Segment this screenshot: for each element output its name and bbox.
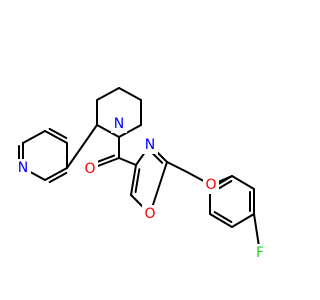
bond-pyC2-pyC3-second — [48, 171, 68, 184]
bond-pyC2-pyC3 — [44, 167, 68, 181]
bond-pC3-pC4 — [96, 87, 120, 101]
atom-label-layer: N N O N O O F — [15, 115, 268, 262]
atom-o-carbonyl: O — [82, 160, 98, 178]
bond-pC6-pN — [118, 124, 142, 138]
bond-b4-b5-second — [213, 211, 233, 223]
bond-pN-pC2 — [96, 124, 120, 138]
atom-n-oxazole-label: N — [145, 137, 155, 153]
molecule-structure: N N O N O O F — [15, 87, 268, 262]
atom-n-piperidine: N — [111, 115, 127, 133]
bond-layer — [18, 87, 261, 254]
bond-b4-b5 — [209, 213, 233, 228]
atom-o-ether-label: O — [205, 177, 216, 193]
bond-pC4-pC5 — [118, 87, 142, 101]
atom-n-piperidine-label: N — [114, 116, 124, 132]
bond-pyC4-pyC5 — [44, 130, 68, 144]
bond-ox5-ox4-second — [134, 168, 141, 194]
atom-o-ether: O — [203, 176, 219, 194]
bond-pyC4-pyC5-second — [48, 127, 68, 140]
atom-o-carbonyl-label: O — [84, 161, 95, 177]
atom-o-oxazole-label: O — [144, 206, 155, 222]
atom-n-oxazole: N — [142, 136, 158, 154]
bond-b3-b4 — [231, 213, 255, 228]
bond-pyC3-pC2 — [66, 124, 98, 169]
atom-f-aryl-label: F — [256, 245, 264, 261]
atom-n-pyridine-label: N — [18, 160, 28, 176]
atom-f-aryl: F — [252, 244, 268, 262]
bond-pyC5-pyC6 — [22, 130, 46, 144]
bond-ox5-ox4 — [130, 164, 137, 196]
bond-b1-b2 — [231, 175, 255, 190]
bond-cC-ox4 — [118, 157, 137, 166]
bond-ox2-ch2 — [166, 161, 188, 173]
atom-n-pyridine: N — [15, 159, 31, 177]
atom-o-oxazole: O — [142, 205, 158, 223]
